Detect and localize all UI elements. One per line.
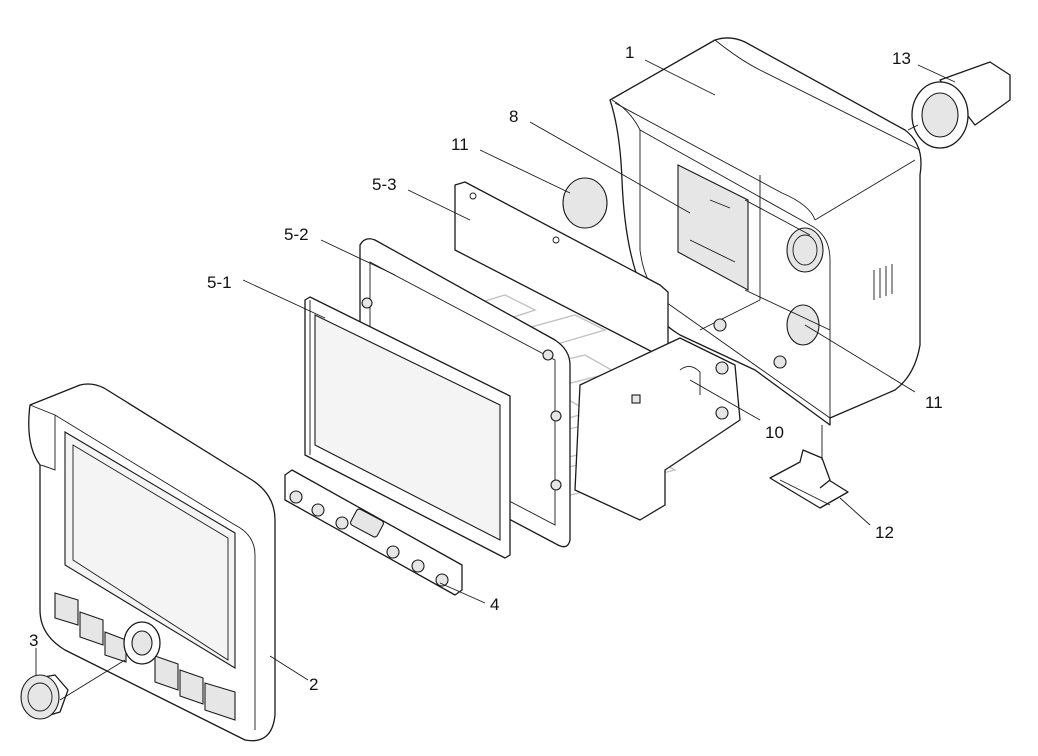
callout-4: 4 bbox=[490, 595, 499, 614]
part-1-rear-housing bbox=[609, 37, 922, 426]
part-4-button-strip bbox=[284, 469, 463, 596]
part-2-front-bezel bbox=[28, 383, 276, 742]
callout-labels: 1 13 8 11 5-3 5-2 5-1 11 10 12 4 2 3 bbox=[29, 43, 943, 694]
callout-13: 13 bbox=[892, 49, 911, 68]
callout-11-right: 11 bbox=[925, 393, 943, 412]
part-5-1-display-panel bbox=[304, 296, 511, 559]
part-5-3-back-plate bbox=[454, 181, 669, 361]
callout-5-2: 5-2 bbox=[284, 225, 309, 244]
callout-5-1: 5-1 bbox=[207, 273, 232, 292]
callout-3: 3 bbox=[29, 631, 38, 650]
callout-12: 12 bbox=[875, 523, 894, 542]
callout-2: 2 bbox=[309, 675, 318, 694]
callout-8: 8 bbox=[509, 107, 518, 126]
callout-11-top: 11 bbox=[451, 135, 469, 154]
part-10-mounting-bracket bbox=[574, 337, 741, 521]
callout-1: 1 bbox=[625, 43, 634, 62]
part-3-rotary-knob bbox=[20, 674, 69, 720]
part-13-round-connector bbox=[911, 61, 1011, 149]
part-11-round-gasket bbox=[562, 177, 608, 229]
leader-lines bbox=[35, 59, 956, 701]
callout-10: 10 bbox=[765, 423, 784, 442]
part-12-bottom-cover bbox=[769, 449, 849, 509]
front-buttons bbox=[54, 592, 236, 721]
callout-5-3: 5-3 bbox=[372, 175, 397, 194]
